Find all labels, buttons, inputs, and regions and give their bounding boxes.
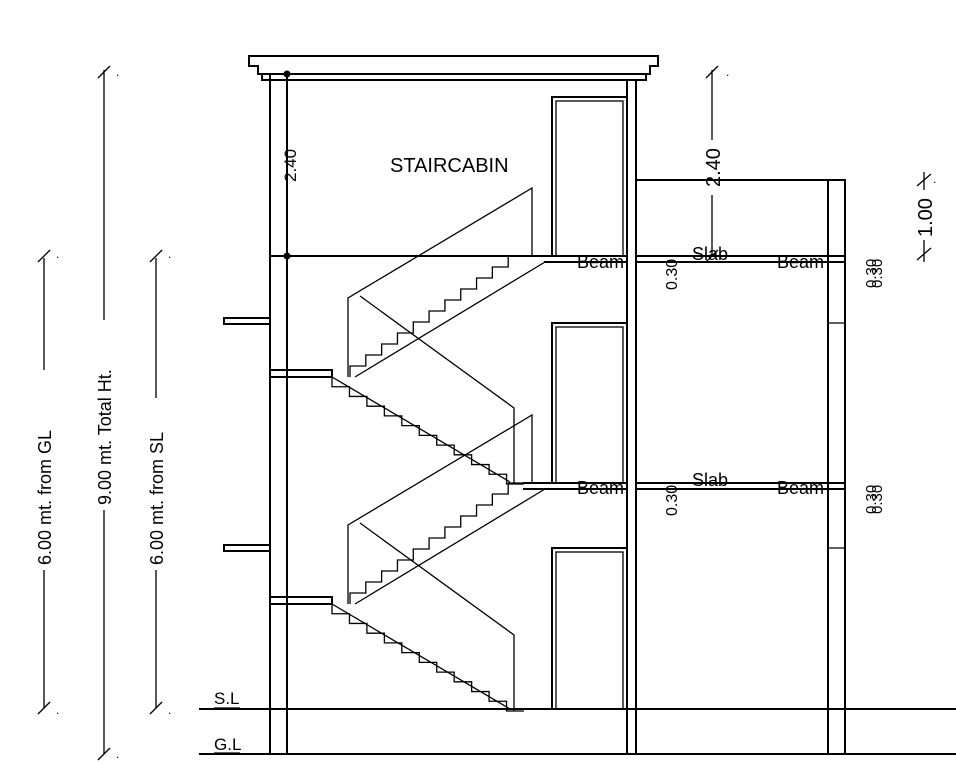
beam-depth-label: 0.30: [863, 259, 880, 288]
handrail-upper-upper: [347, 186, 533, 377]
stair-flight-up-lower: [349, 482, 524, 604]
from-gl-label: 6.00 mt. from GL: [35, 430, 55, 565]
stair-flight-down-upper: [331, 377, 524, 485]
beam-label: Beam: [777, 252, 824, 272]
cabin-height-dimension: 2.40: [281, 70, 300, 260]
slab-label: Slab: [692, 244, 728, 264]
handrail-upper-lower: [347, 413, 533, 604]
slab-depth-label: 0.30: [664, 259, 681, 290]
beam-label: Beam: [577, 478, 624, 498]
door-bottom: [551, 547, 628, 710]
svg-text:.: .: [168, 703, 171, 717]
svg-text:.: .: [116, 747, 119, 761]
outer-height-dimension: . 2.40: [703, 65, 729, 263]
svg-text:.: .: [726, 65, 729, 79]
doors: [551, 96, 628, 710]
right-wall: [626, 79, 637, 755]
slab-label: Slab: [692, 470, 728, 490]
labels-level-2: Beam Slab Beam 0.30 0.30 0.30: [577, 470, 886, 516]
beam-label: Beam: [577, 252, 624, 272]
stair-flights: [331, 186, 546, 712]
beam-depth-label: 0.30: [869, 259, 886, 288]
beam-label: Beam: [777, 478, 824, 498]
sunshade-upper: [223, 317, 271, 325]
stair-flight-down-lower: [331, 604, 524, 712]
beam-depth-label: 0.30: [863, 485, 880, 514]
handrail-lower-upper: [359, 295, 515, 484]
from-sl-label: 6.00 mt. from SL: [147, 432, 167, 565]
stair-soffit-lower: [331, 603, 511, 710]
handrail-lower-lower: [359, 522, 515, 711]
parapet-label: 1.00: [915, 198, 937, 237]
stair-flight-up-upper: [349, 255, 524, 377]
slab-depth-label: 0.30: [664, 485, 681, 516]
dimension-from-sl: . . 6.00 mt. from SL: [147, 247, 171, 717]
dimension-total-height: . . 9.00 mt. Total Ht.: [95, 65, 119, 761]
right-column: [635, 179, 846, 755]
landings: [223, 317, 333, 605]
svg-text:.: .: [168, 247, 171, 261]
cabin-height-label: 2.40: [281, 149, 300, 182]
stair-soffit-upper: [331, 376, 511, 483]
parapet-dimension: . 1.00: [915, 172, 937, 262]
labels-level-1: Beam Slab Beam 0.30 0.30 0.30: [577, 244, 886, 290]
svg-text:.: .: [56, 703, 59, 717]
stair-waist-lower: [354, 488, 546, 605]
total-height-label: 9.00 mt. Total Ht.: [95, 369, 115, 505]
gl-label: G.L: [214, 735, 241, 754]
svg-text:.: .: [116, 65, 119, 79]
stair-waist-upper: [354, 261, 546, 378]
sl-label: S.L: [214, 689, 240, 708]
svg-text:.: .: [56, 247, 59, 261]
svg-text:.: .: [933, 172, 936, 186]
door-top: [551, 96, 628, 257]
dimension-from-gl: . . 6.00 mt. from GL: [35, 247, 59, 717]
roof-parapet: [248, 55, 659, 81]
door-middle: [551, 322, 628, 484]
outer-height-label: 2.40: [703, 148, 725, 187]
sunshade-lower: [223, 544, 271, 552]
beam-depth-label: 0.30: [869, 485, 886, 514]
room-label: STAIRCABIN: [390, 155, 509, 177]
ground-lines: S.L G.L: [199, 689, 956, 755]
